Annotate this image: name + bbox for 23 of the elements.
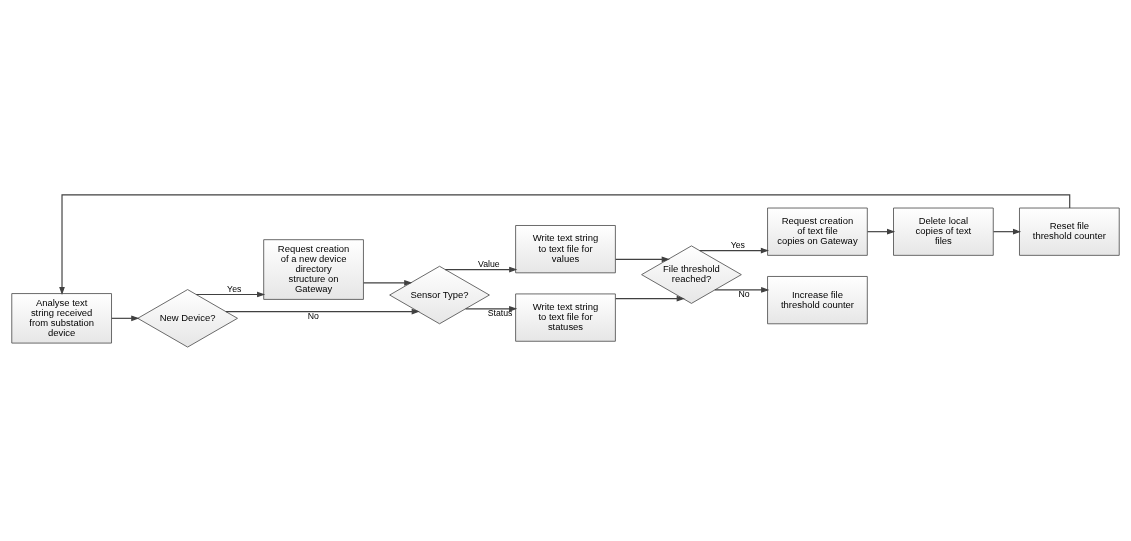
- node-box: Request creation of text file copies on Gateway: [767, 207, 868, 256]
- arrow: [195, 291, 266, 297]
- node-box: Write text string to text file for values: [515, 224, 616, 273]
- arrow: [615, 295, 685, 302]
- node-box: Reset file threshold counter: [1019, 207, 1120, 256]
- node-box: Delete local copies of text files: [893, 207, 994, 256]
- node-box: Request creation of a new device directory structure on Gateway: [263, 238, 364, 300]
- edge-label: Status: [487, 307, 513, 318]
- arrow: [714, 286, 770, 293]
- arrow: [444, 266, 518, 272]
- node-box: Increase file threshold counter: [767, 275, 868, 324]
- arrow: [225, 308, 420, 314]
- arrow: [867, 228, 896, 235]
- arrow: [111, 314, 140, 321]
- edge-label: No: [307, 310, 319, 321]
- node-box: Analyse text string received from substation device: [11, 292, 112, 343]
- arrow: [465, 305, 518, 312]
- arrow: [363, 279, 413, 286]
- arrow: [59, 193, 1071, 295]
- arrow: [992, 228, 1022, 235]
- node-box: Write text string to text file for statuses: [515, 293, 616, 342]
- arrow: [615, 256, 670, 262]
- arrow: [699, 247, 769, 253]
